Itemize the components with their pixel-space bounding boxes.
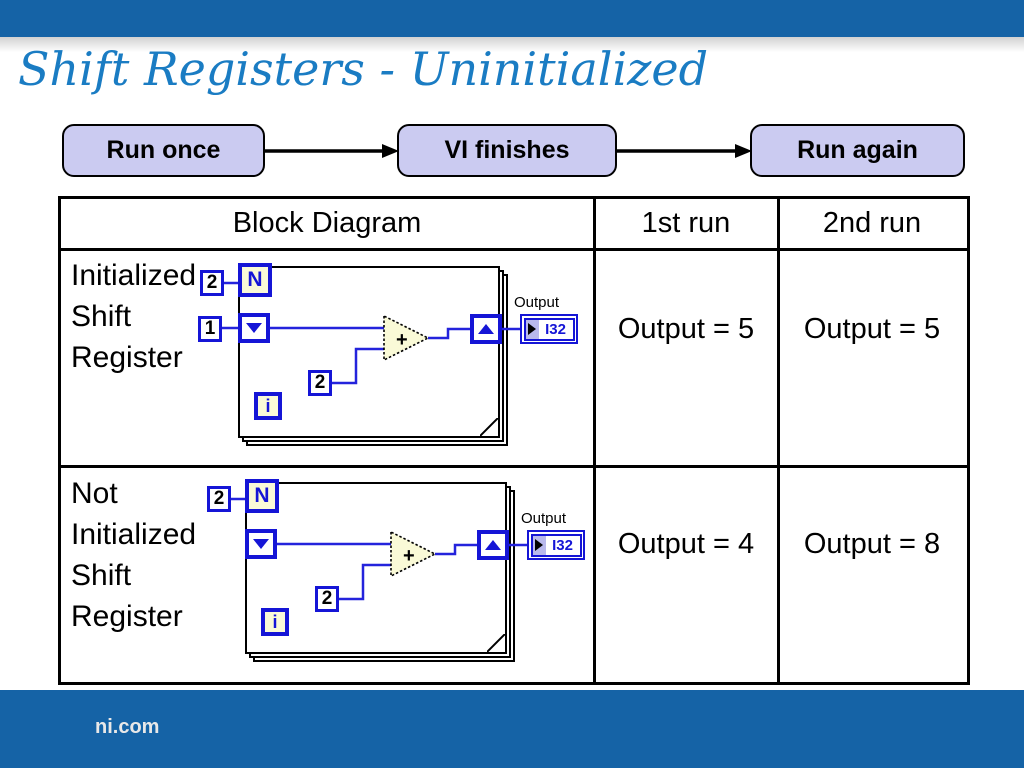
wire bbox=[339, 563, 391, 601]
flow-step-run-once: Run once bbox=[62, 124, 265, 177]
add-function bbox=[390, 530, 437, 578]
output-indicator-frame: I32 bbox=[530, 533, 582, 557]
arrow-right-icon bbox=[617, 144, 752, 158]
arrow-right-icon bbox=[265, 144, 399, 158]
table-grid-line bbox=[777, 199, 780, 682]
shift-register-down-icon bbox=[246, 323, 262, 333]
result-cell-init-first-run: Output = 5 bbox=[617, 313, 755, 345]
wire bbox=[435, 543, 477, 556]
shift-register-up-icon bbox=[485, 540, 501, 550]
add-constant: 2 bbox=[315, 586, 339, 612]
indicator-arrow-icon bbox=[525, 319, 539, 339]
shift-register-down-icon bbox=[253, 539, 269, 549]
block-diagram-not-initialized: + 2 N 2 i Output I32 bbox=[205, 478, 591, 666]
output-indicator-label: Output bbox=[514, 294, 560, 311]
init-constant: 1 bbox=[198, 316, 222, 342]
top-bar-shadow bbox=[0, 37, 1024, 52]
table-grid-line bbox=[593, 199, 596, 682]
right-triangle-icon bbox=[535, 539, 543, 551]
wires: + bbox=[222, 281, 520, 385]
loop-count-constant: 2 bbox=[200, 270, 224, 296]
indicator-type: I32 bbox=[552, 536, 573, 554]
output-indicator-label: Output bbox=[521, 510, 567, 527]
indicator-type: I32 bbox=[545, 320, 566, 338]
shift-register-right-terminal bbox=[477, 530, 509, 560]
flow-step-label: Run once bbox=[106, 136, 221, 164]
add-plus-sign: + bbox=[396, 329, 408, 351]
block-diagram-initialized: + 2 N 1 2 i Output I32 bbox=[198, 262, 584, 450]
iteration-terminal: i bbox=[254, 392, 282, 420]
page-title: Shift Registers - Uninitialized bbox=[18, 42, 709, 96]
footer-bar bbox=[0, 690, 1024, 768]
top-bar bbox=[0, 0, 1024, 37]
column-header-first-run: 1st run bbox=[641, 207, 731, 239]
shift-register-left-terminal bbox=[238, 313, 270, 343]
row-label-initialized: Initialized Shift Register bbox=[71, 259, 197, 374]
wires: + bbox=[231, 497, 527, 601]
add-plus-sign: + bbox=[403, 545, 415, 567]
add-constant: 2 bbox=[308, 370, 332, 396]
loop-count-constant: 2 bbox=[207, 486, 231, 512]
result-cell-init-second-run: Output = 5 bbox=[803, 313, 941, 345]
loop-count-terminal: N bbox=[245, 479, 279, 513]
row-label-not-initialized: Not Initialized Shift Register bbox=[71, 477, 197, 633]
results-table: Block Diagram 1st run 2nd run Initialize… bbox=[58, 196, 970, 685]
dogear-line bbox=[487, 634, 505, 652]
flow-step-run-again: Run again bbox=[750, 124, 965, 177]
output-indicator-frame: I32 bbox=[523, 317, 575, 341]
loop-count-terminal: N bbox=[238, 263, 272, 297]
column-header-second-run: 2nd run bbox=[822, 207, 922, 239]
iteration-terminal: i bbox=[261, 608, 289, 636]
dogear-line bbox=[480, 418, 498, 436]
arrow-head bbox=[382, 144, 399, 158]
table-grid-line bbox=[61, 465, 967, 468]
column-header-block-diagram: Block Diagram bbox=[232, 207, 422, 239]
flow-step-label: Run again bbox=[797, 136, 918, 164]
right-triangle-icon bbox=[528, 323, 536, 335]
output-indicator: I32 bbox=[520, 314, 578, 344]
add-function bbox=[383, 314, 430, 362]
table-grid-line bbox=[61, 248, 967, 251]
shift-register-left-terminal bbox=[245, 529, 277, 559]
ni-com-link: ni.com bbox=[95, 716, 160, 738]
arrow-head bbox=[735, 144, 752, 158]
loop-corner-icon bbox=[487, 634, 505, 652]
result-cell-uninit-first-run: Output = 4 bbox=[617, 528, 755, 560]
wire bbox=[332, 347, 384, 385]
shift-register-up-icon bbox=[478, 324, 494, 334]
flow-step-vi-finishes: VI finishes bbox=[397, 124, 617, 177]
flow-step-label: VI finishes bbox=[444, 136, 570, 164]
output-indicator: I32 bbox=[527, 530, 585, 560]
result-cell-uninit-second-run: Output = 8 bbox=[803, 528, 941, 560]
shift-register-right-terminal bbox=[470, 314, 502, 344]
indicator-arrow-icon bbox=[532, 535, 546, 555]
loop-corner-icon bbox=[480, 418, 498, 436]
wire bbox=[428, 327, 470, 340]
